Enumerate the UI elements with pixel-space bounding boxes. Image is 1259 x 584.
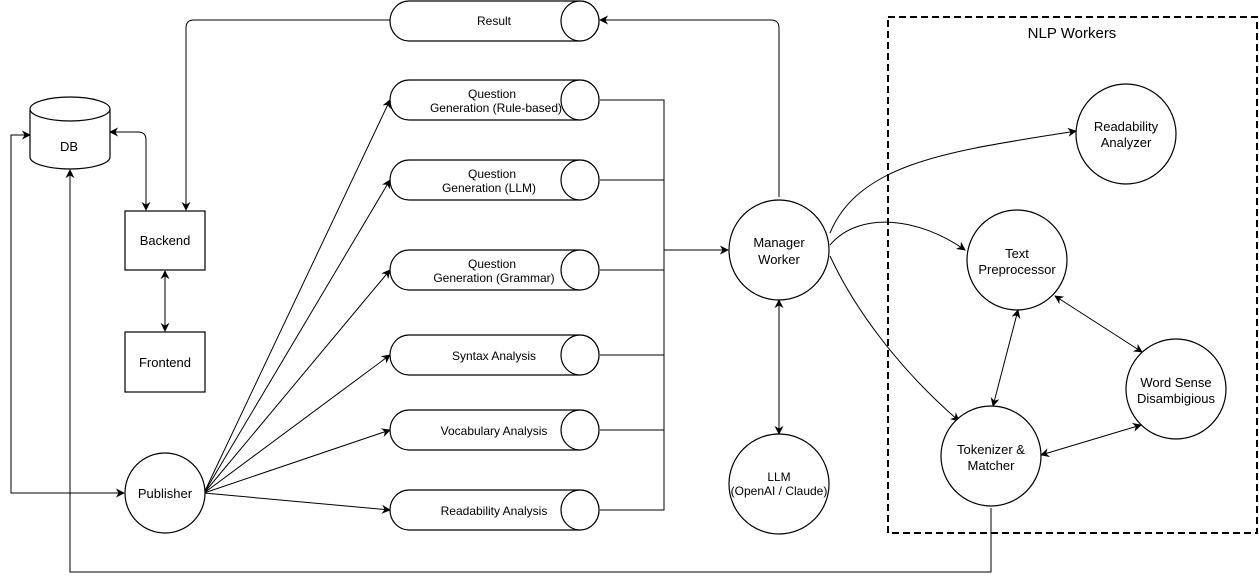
queue-qg-grammar-line1: Question [468,257,516,271]
tokenizer-line1: Tokenizer & [957,442,1025,457]
text-preprocessor-line1: Text [1005,246,1029,261]
readability-analyzer-line1: Readability [1094,119,1159,134]
manager-label-line2: Worker [758,252,800,267]
queue-result: Result [389,0,600,42]
queue-syntax-label: Syntax Analysis [452,349,536,363]
manager-label-line1: Manager [753,235,805,250]
readability-analyzer-line2: Analyzer [1101,135,1152,150]
edge-publisher-qg-rule [203,99,391,494]
db-node: DB [29,96,111,170]
edge-publisher-vocabulary [203,428,391,494]
edge-manager-to-result [599,15,780,197]
queue-syntax: Syntax Analysis [389,334,600,376]
edge-manager-tokenizer [829,255,960,422]
edge-publisher-qg-llm [203,179,391,494]
db-label: DB [60,139,78,154]
edge-tokenizer-wsd [1040,423,1142,457]
manager-worker-node: Manager Worker [728,199,830,301]
queue-qg-rule-line2: Generation (Rule-based) [430,101,562,115]
publisher-label: Publisher [138,486,193,501]
queue-vocabulary-label: Vocabulary Analysis [441,424,548,438]
text-preprocessor-node: Text Preprocessor [966,209,1068,311]
text-preprocessor-line2: Preprocessor [978,262,1056,277]
queue-qg-llm-line2: Generation (LLM) [442,181,536,195]
frontend-label: Frontend [139,355,191,370]
publisher-node: Publisher [124,452,206,534]
edge-tokenizer-to-db [65,169,992,573]
tokenizer-line2: Matcher [968,458,1016,473]
edges [10,15,1143,573]
edge-queue-bus [600,99,665,511]
frontend-node: Frontend [124,331,206,393]
word-sense-line1: Word Sense [1140,375,1211,390]
backend-label: Backend [140,233,191,248]
word-sense-line2: Disambigious [1137,391,1216,406]
edge-textpre-wsd [1054,295,1143,353]
nlp-workers-title: NLP Workers [1028,25,1117,42]
backend-node: Backend [124,210,206,271]
edge-db-backend [109,127,151,211]
llm-node: LLM (OpenAI / Claude) [728,433,830,535]
edge-publisher-qg-grammar [203,269,391,494]
nlp-workers-group: NLP Workers [887,16,1258,534]
edge-textpre-tokenizer [990,309,1021,407]
llm-label-line2: (OpenAI / Claude) [731,484,828,498]
llm-label-line1: LLM [767,470,790,484]
edge-publisher-syntax [203,354,391,494]
edge-manager-readability-analyzer [829,127,1077,234]
queue-result-label: Result [477,14,512,28]
queue-qg-llm: Question Generation (LLM) [389,159,600,201]
queue-readability-label: Readability Analysis [441,504,548,518]
queue-qg-grammar-line2: Generation (Grammar) [433,271,554,285]
edge-result-to-backend [181,19,390,211]
queue-readability: Readability Analysis [389,489,600,531]
queue-qg-grammar: Question Generation (Grammar) [389,249,600,291]
queue-vocabulary: Vocabulary Analysis [389,409,600,451]
edge-db-publisher [10,130,125,498]
edge-publisher-readability [203,492,391,514]
edge-manager-text-preprocessor [829,221,966,251]
tokenizer-matcher-node: Tokenizer & Matcher [940,405,1042,507]
readability-analyzer-node: Readability Analyzer [1075,83,1177,185]
queue-qg-llm-line1: Question [468,167,516,181]
queue-qg-rule: Question Generation (Rule-based) [389,79,600,121]
word-sense-node: Word Sense Disambigious [1125,338,1227,440]
queue-qg-rule-line1: Question [468,87,516,101]
